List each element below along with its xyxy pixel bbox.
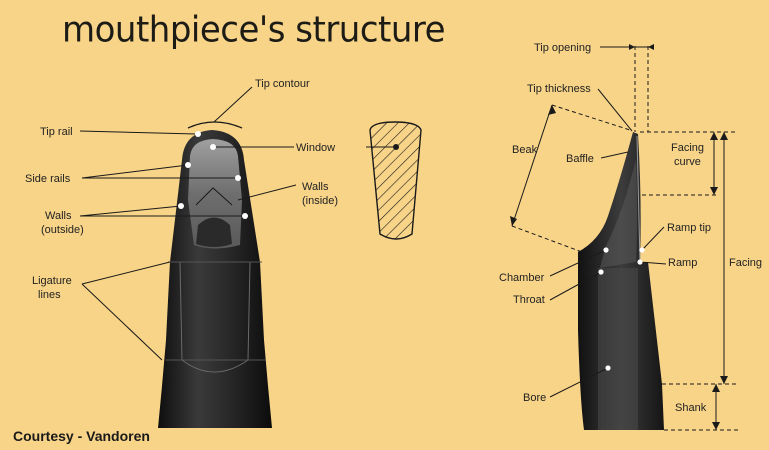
tip-contour-leader [213,86,253,123]
side-mouthpiece [578,132,664,430]
throat-dot [598,269,604,275]
diagram-title: mouthpiece's structure [62,9,446,51]
beak-arrow-top [548,105,556,115]
label-tip-opening: Tip opening [534,42,591,54]
label-chamber: Chamber [499,272,545,284]
label-ligature-1: Ligature [32,275,72,287]
tip-rail-leader [79,130,197,135]
beak-dash-top [551,104,631,131]
label-ligature-2: lines [38,289,61,301]
side-arrowheads [510,44,728,430]
label-side-rails: Side rails [25,173,71,185]
ligature-leader-1 [81,261,171,285]
chamber-dot [603,247,609,253]
label-facing-curve-1: Facing [671,142,704,154]
ramp-tip-leader [641,226,665,251]
label-shank: Shank [675,402,707,414]
label-window: Window [296,142,335,154]
front-table-outline [179,261,251,373]
side-table-line [636,135,641,263]
facing-curve-arrow-top [710,132,718,140]
wall-outside-dot-left [178,203,184,209]
walls-outside-leader-1 [79,205,182,217]
front-dots [178,131,248,219]
front-body [158,130,272,428]
front-window-slot [196,217,232,247]
facing-curve-arrow-bottom [710,187,718,195]
facing-arrow-top [720,132,728,140]
shank-arrow-top [712,384,720,392]
label-ramp: Ramp [668,257,697,269]
label-walls-inside-2: (inside) [302,195,338,207]
shank-arrow-bottom [712,422,720,430]
side-bore [598,268,638,430]
tip-rail-dot [195,131,201,137]
tip-opening-arrow-left [629,44,635,50]
beak-dash-bottom [511,225,583,253]
front-mouthpiece [158,130,272,428]
credit-text: Courtesy - Vandoren [13,428,150,444]
baffle-leader [600,151,629,159]
side-rail-dot-right [235,175,241,181]
ramp-tip-dot [639,247,645,253]
ramp-dot [637,259,643,265]
walls-inside-v [195,187,233,206]
cross-section [369,121,422,240]
front-window [188,139,242,249]
ligature-leader-2 [81,283,163,361]
throat-leader [549,271,602,301]
side-chamber-highlight [600,160,637,268]
tip-opening-arrow-right [648,44,654,50]
bore-dot [605,365,611,371]
label-walls-inside-1: Walls [302,181,329,193]
label-facing-curve-2: curve [674,156,701,168]
bore-leader [549,367,609,398]
front-leaders [79,130,297,361]
label-tip-rail: Tip rail [40,126,73,138]
label-tip-thickness: Tip thickness [527,83,591,95]
label-tip-contour: Tip contour [255,78,310,90]
side-rails-leader-1 [81,164,189,179]
label-ramp-tip: Ramp tip [667,222,711,234]
facing-arrow-bottom [720,376,728,384]
chamber-leader [549,249,607,277]
tip-thickness-leader [597,88,633,132]
beak-dimension [511,104,553,227]
side-rail-dot-left [185,162,191,168]
label-walls-outside-2: (outside) [41,224,84,236]
label-bore: Bore [523,392,546,404]
wall-outside-dot-right [242,213,248,219]
label-throat: Throat [513,294,545,306]
label-baffle: Baffle [566,153,594,165]
beak-arrow-bottom [510,216,517,226]
tip-contour-arc [187,121,243,129]
window-dot [210,144,216,150]
side-dots [598,247,645,371]
ramp-leader [639,261,667,265]
label-walls-outside-1: Walls [45,210,72,222]
label-beak: Beak [512,144,538,156]
label-facing: Facing [729,257,762,269]
walls-inside-leader-1 [237,184,297,201]
side-dashed-guides [511,46,738,431]
